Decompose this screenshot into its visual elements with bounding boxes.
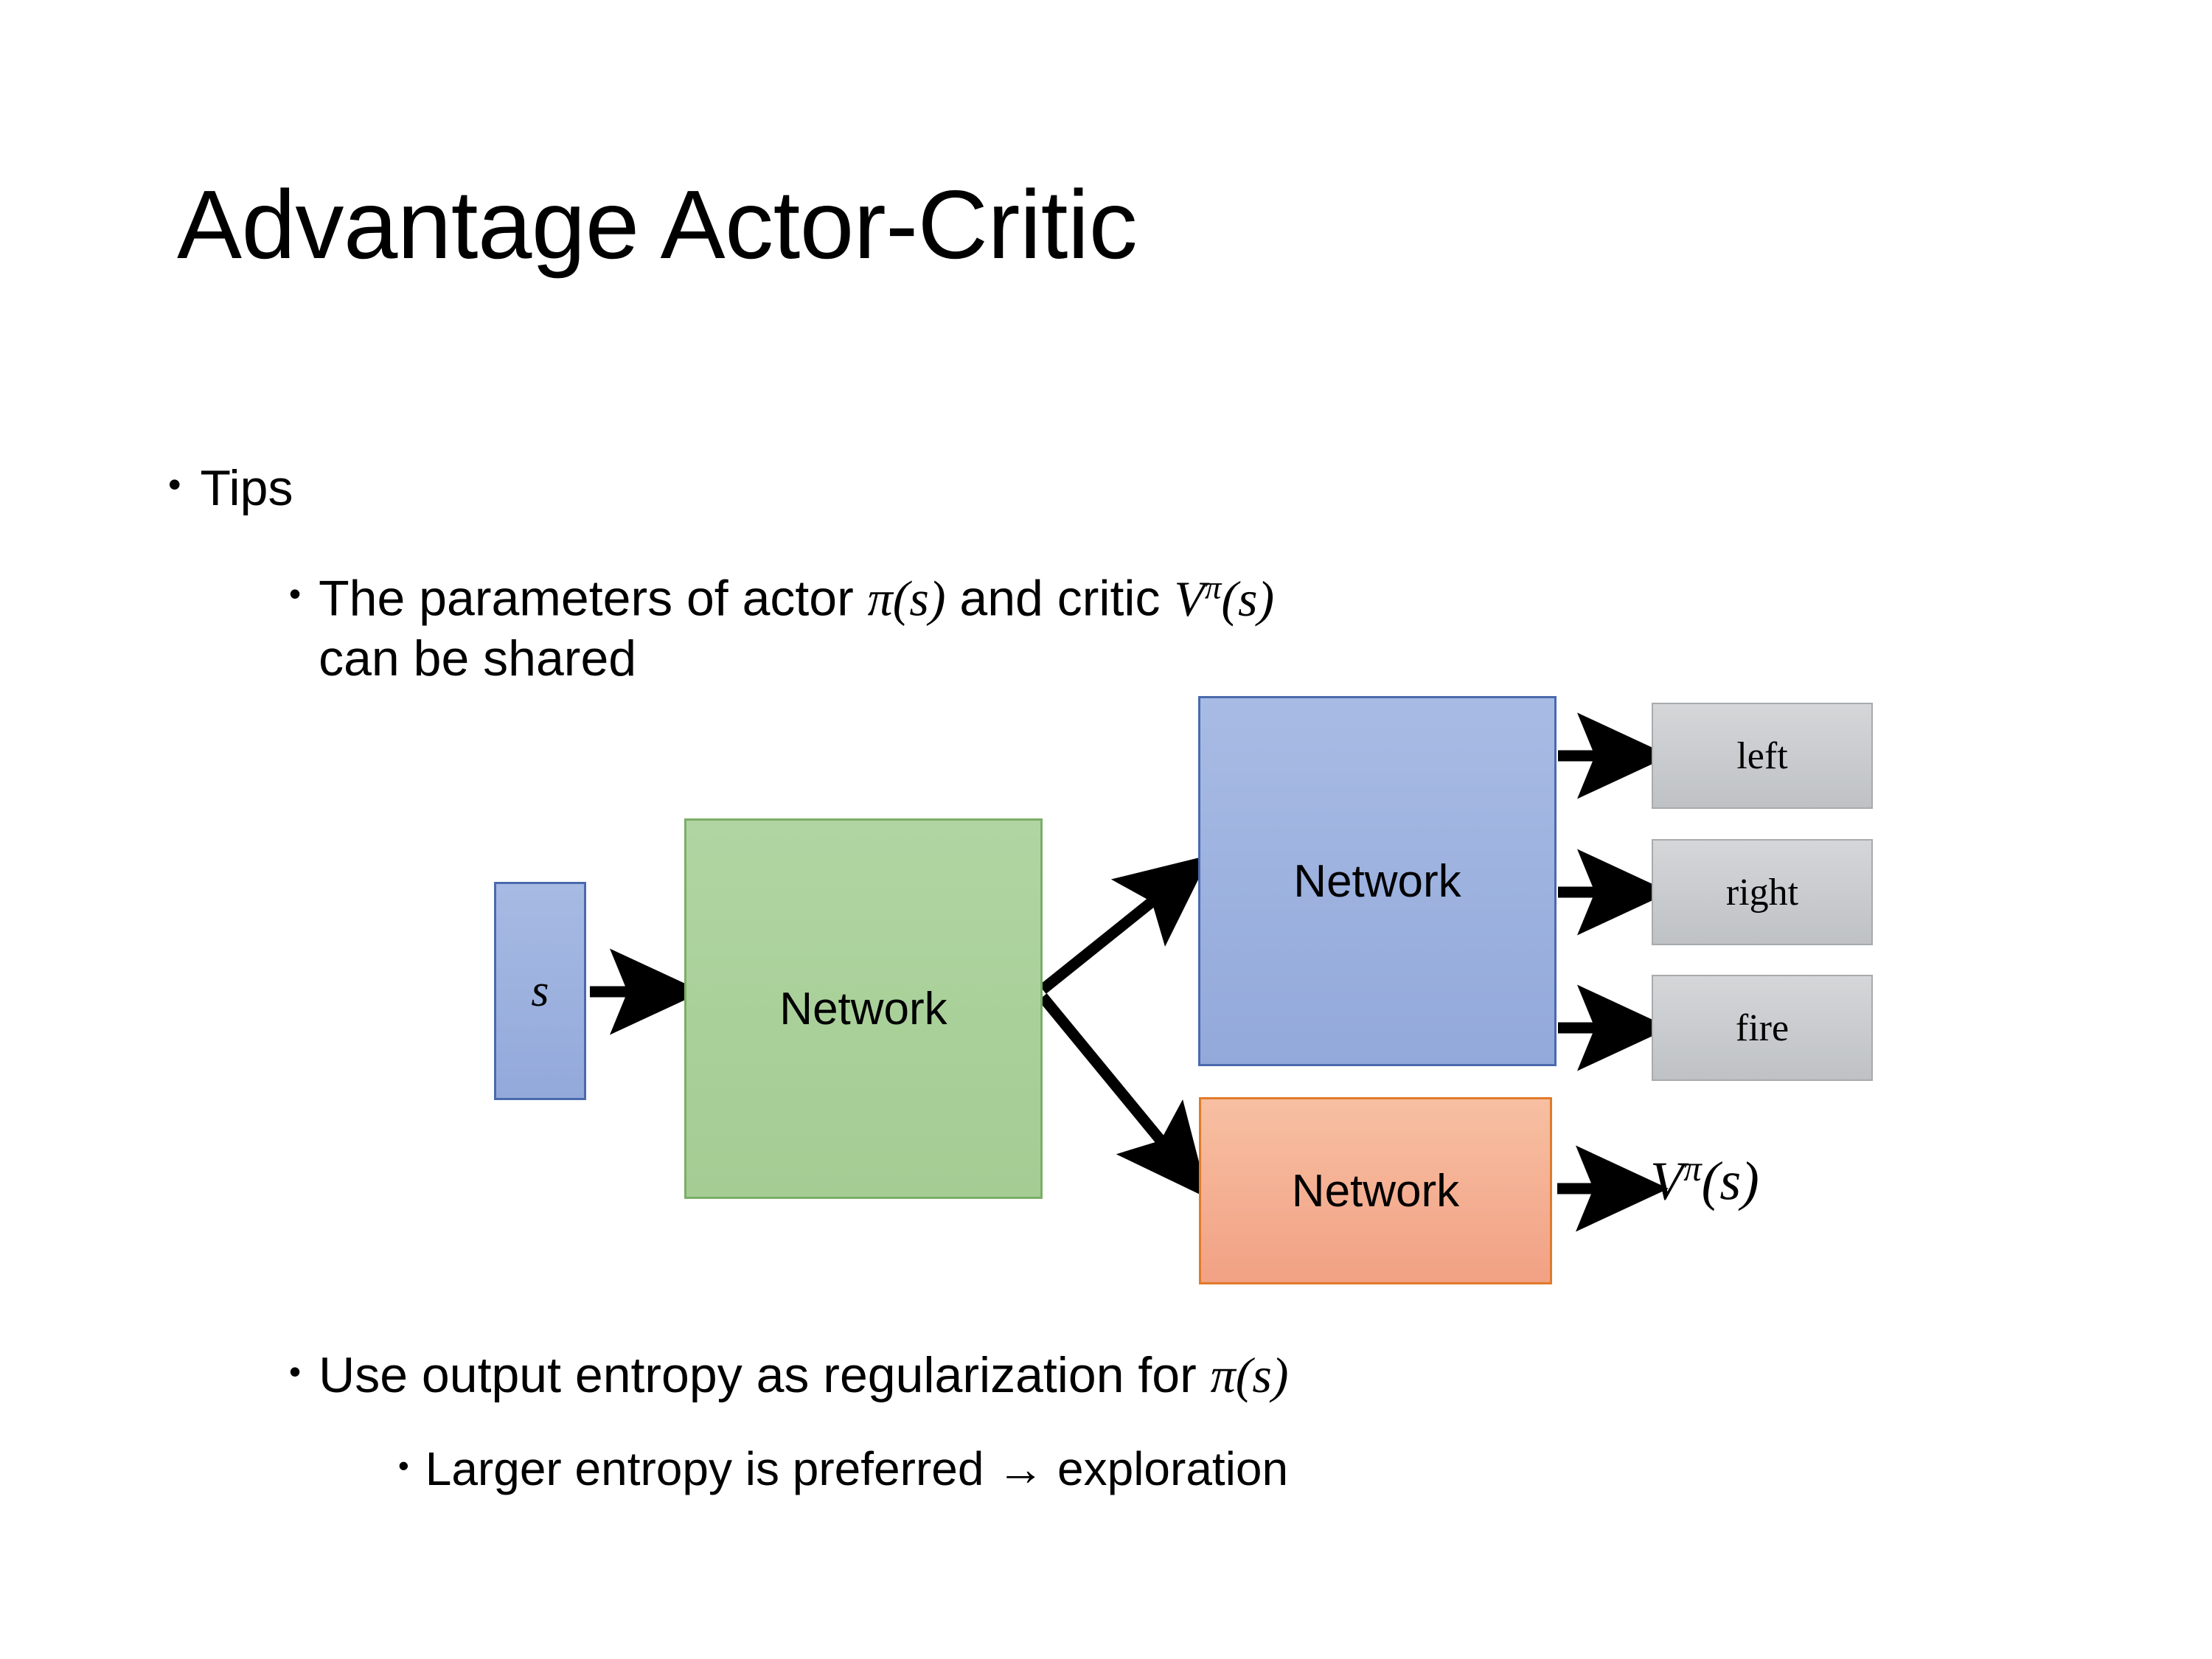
action-label-fire: fire — [1735, 1006, 1790, 1049]
math-v-pi-of-s: Vπ(s) — [1174, 568, 1275, 627]
actor-network-box: Network — [1198, 696, 1557, 1066]
bullet-entropy-regularization: • Use output entropy as regularization f… — [289, 1346, 1289, 1405]
action-label-left: left — [1736, 734, 1788, 777]
math-pi-of-s: π(s) — [867, 570, 946, 627]
critic-network-box: Network — [1199, 1097, 1552, 1284]
bullet-tips: • Tips — [168, 459, 293, 518]
value-of-s-argument: (s) — [1701, 1151, 1759, 1212]
action-box-right: right — [1652, 839, 1873, 945]
value-pi-superscript: π — [1683, 1148, 1702, 1189]
math-pi-superscript: π — [1204, 568, 1222, 605]
bullet-tips-label: Tips — [200, 460, 293, 516]
text-fragment-and-critic: and critic — [945, 570, 1175, 627]
bullet-marker-icon: • — [398, 1448, 409, 1483]
action-label-right: right — [1725, 871, 1799, 914]
critic-network-label: Network — [1291, 1165, 1460, 1217]
bullet-marker-icon: • — [289, 1352, 302, 1391]
math-pi-of-s: π(s) — [1210, 1347, 1289, 1403]
critic-value-output-label: Vπ(s) — [1650, 1147, 1759, 1214]
page-title: Advantage Actor-Critic — [177, 170, 1138, 279]
action-box-fire: fire — [1652, 975, 1873, 1081]
shared-network-box: Network — [684, 818, 1043, 1199]
actor-network-label: Network — [1293, 855, 1461, 907]
bullet-shared-parameters-label: The parameters of actor π(s) and critic … — [319, 568, 2022, 689]
text-fragment-use-output-entropy: Use output entropy as regularization for — [319, 1347, 1211, 1403]
bullet-larger-entropy-label: Larger entropy is preferred → exploratio… — [425, 1442, 1289, 1495]
bullet-marker-icon: • — [168, 464, 181, 505]
state-input-box: s — [494, 882, 586, 1100]
state-input-label: s — [531, 965, 549, 1016]
bullet-shared-parameters: • The parameters of actor π(s) and criti… — [289, 568, 2022, 689]
math-of-s-argument: (s) — [1221, 570, 1275, 627]
arrow-shared-to-critic — [1038, 993, 1208, 1199]
math-v-base: V — [1174, 570, 1205, 627]
shared-network-label: Network — [779, 983, 947, 1034]
bullet-larger-entropy: • Larger entropy is preferred → explorat… — [398, 1441, 1288, 1498]
value-base-symbol: V — [1650, 1151, 1684, 1212]
text-fragment-before-actor-math: The parameters of actor — [319, 570, 868, 627]
text-fragment-can-be-shared: can be shared — [319, 630, 637, 687]
bullet-marker-icon: • — [289, 574, 302, 613]
action-box-left: left — [1652, 703, 1873, 809]
arrow-shared-to-actor — [1039, 855, 1211, 994]
bullet-entropy-regularization-label: Use output entropy as regularization for… — [319, 1346, 1288, 1405]
